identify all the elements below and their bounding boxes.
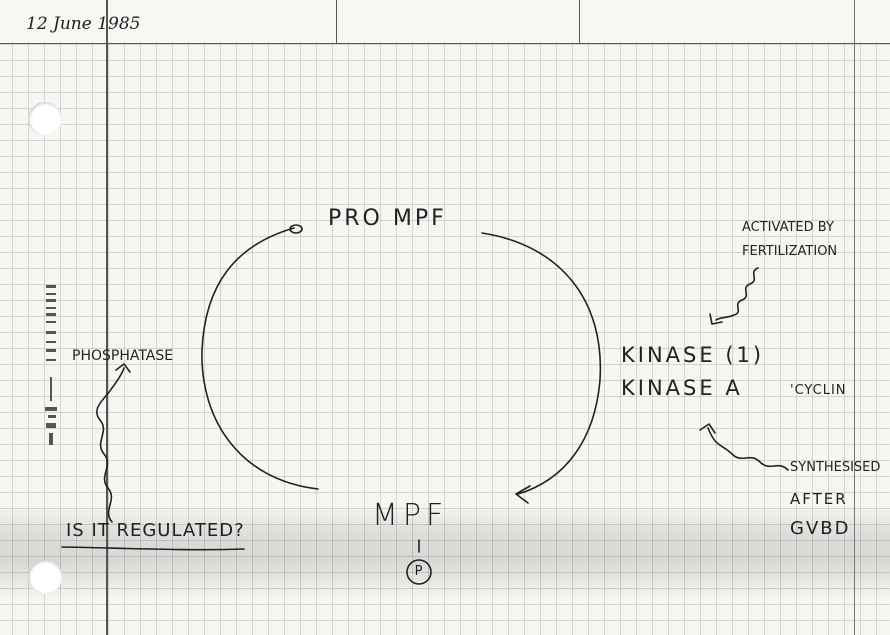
squiggle-regulation (96, 367, 125, 523)
right-margin-line (854, 0, 855, 635)
activation-arrowhead (709, 313, 723, 325)
node-pro-mpf: PRO MPF (328, 206, 447, 231)
label-phosphatase: PHOSPHATASE (72, 348, 174, 364)
squiggle-synthesis (707, 427, 789, 471)
scan-shadow (0, 505, 890, 600)
note-synthesised-line2: AFTER (790, 490, 848, 508)
cycle-arc-left (201, 227, 319, 490)
label-kinase-a: KINASE A (621, 376, 743, 400)
phosphate-circle (406, 559, 432, 585)
note-synthesised-line3: GVBD (790, 518, 851, 539)
phosphate-marker: P (414, 564, 424, 579)
synthesis-arrowhead (699, 423, 716, 434)
cycle-arrowhead-bottom (515, 485, 531, 504)
binder-hole-top (28, 102, 62, 136)
squiggle-activation (715, 267, 759, 321)
left-margin-line (106, 0, 108, 635)
header-divider-1 (336, 0, 337, 44)
header-divider-2 (579, 0, 580, 44)
question-regulated: IS IT REGULATED? (66, 520, 245, 541)
cycle-arrowhead-top (289, 224, 303, 234)
node-mpf: MPF (372, 498, 449, 533)
question-underline (61, 546, 245, 551)
cycle-arc-right (481, 232, 602, 495)
binder-hole-bottom (28, 560, 62, 594)
note-activated-line1: ACTIVATED BY (742, 220, 834, 235)
margin-stamp (44, 285, 60, 450)
note-activated-line2: FERTILIZATION (742, 244, 838, 259)
header-rule (0, 43, 890, 44)
date-heading: 12 June 1985 (26, 14, 141, 34)
label-kinase-1: KINASE (1) (621, 343, 765, 367)
note-synthesised-line1: SYNTHESISED (790, 460, 881, 475)
header-band (0, 0, 890, 44)
regulation-arrowhead (115, 363, 131, 373)
label-cyclin: 'CYCLIN (790, 383, 847, 398)
